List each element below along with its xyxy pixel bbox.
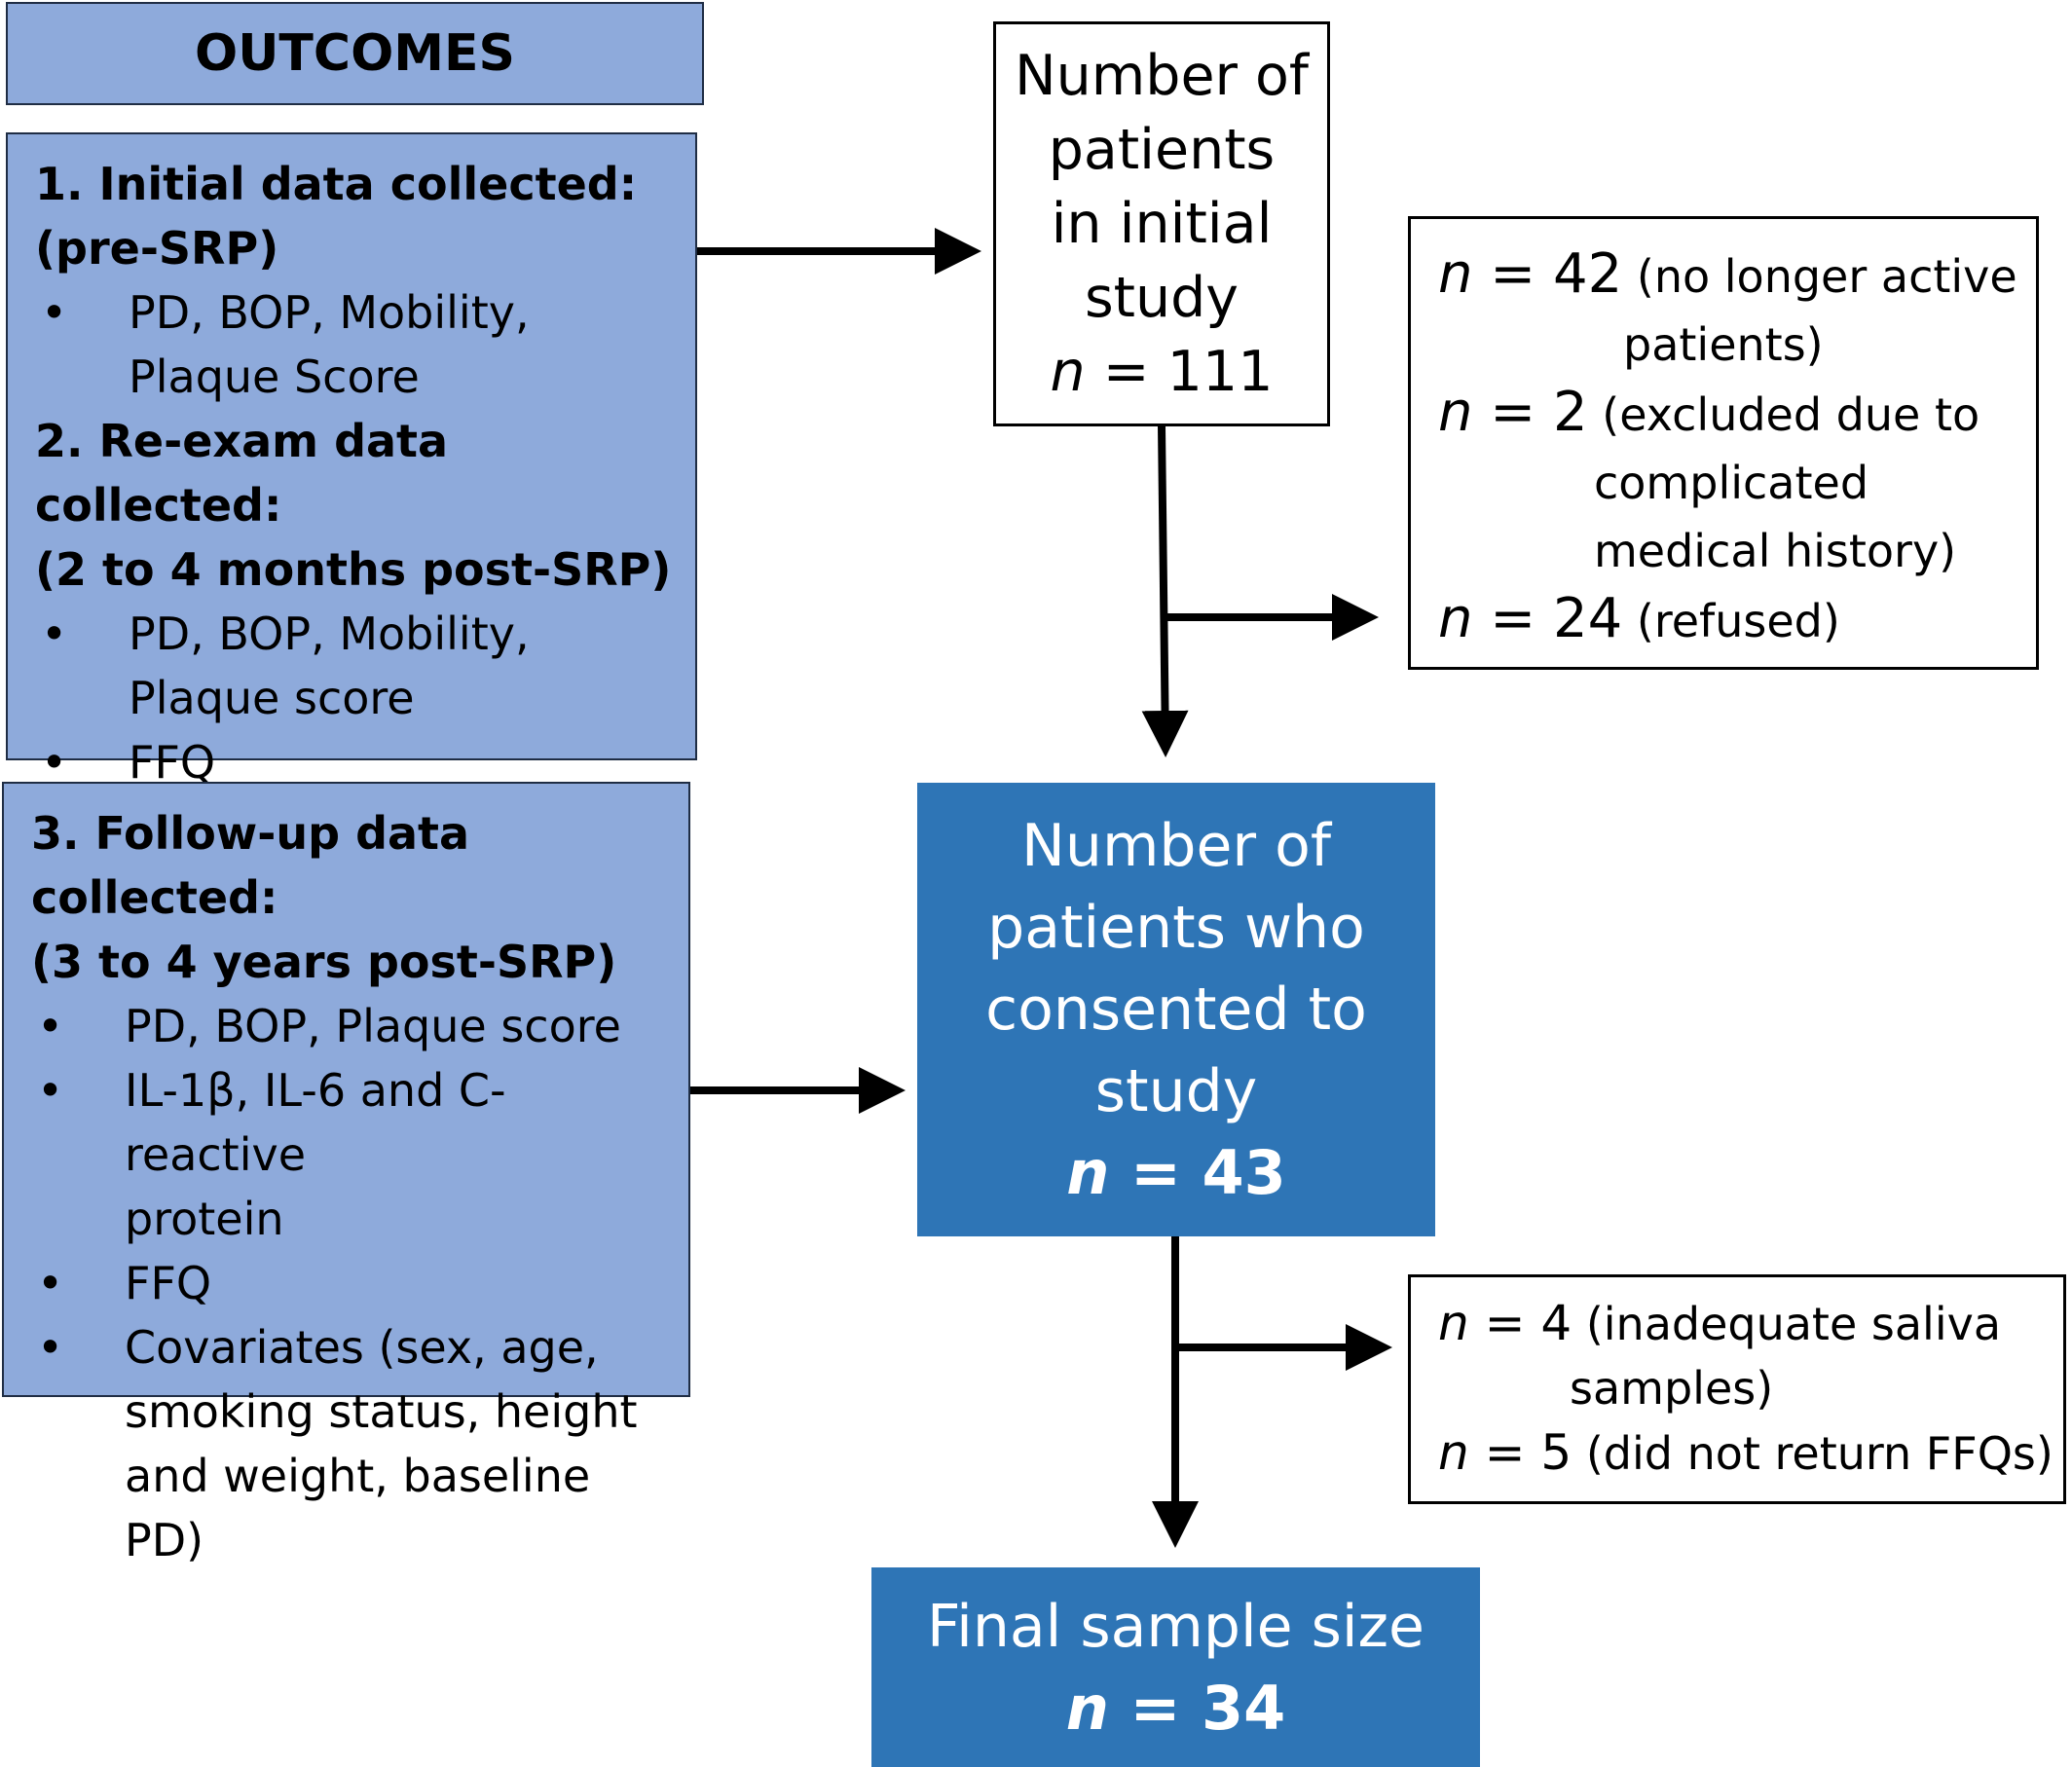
list-item-line: PD, BOP, Mobility, xyxy=(129,286,530,339)
n-variable: n xyxy=(1066,1137,1110,1208)
exclusion-reason: (inadequate saliva xyxy=(1572,1298,2002,1350)
consented-label: patients who xyxy=(987,894,1365,962)
exclusion-reason: patients) xyxy=(1623,318,1824,371)
exclusion-reason: (no longer active xyxy=(1622,250,2017,303)
list-item-line: Covariates (sex, age, xyxy=(125,1321,599,1374)
exclusion-line: n = 2 (excluded due to xyxy=(1438,379,2036,449)
exclusion-line: n = 4 (inadequate saliva xyxy=(1438,1291,2063,1356)
outcomes-title: OUTCOMES xyxy=(195,24,515,83)
exclusions-box-2: n = 4 (inadequate saliva samples) n = 5 … xyxy=(1408,1274,2066,1504)
followup-heading-2: (3 to 4 years post-SRP) xyxy=(31,936,617,988)
n-variable: n xyxy=(1438,381,1473,444)
consented-count: n = 43 xyxy=(1066,1132,1286,1214)
exclusions-box-1: n = 42 (no longer active patients) n = 2… xyxy=(1408,216,2039,670)
final-count: n = 34 xyxy=(1066,1668,1286,1749)
count-value: = 42 xyxy=(1472,242,1623,306)
arrow-study-to-consent xyxy=(1141,425,1189,757)
list-item-line: smoking status, height xyxy=(125,1385,638,1438)
n-variable: n xyxy=(1438,1295,1469,1351)
panel-followup: 3. Follow-up data collected: (3 to 4 yea… xyxy=(2,782,690,1566)
initial-study-label: Number of xyxy=(1014,44,1310,108)
consented-label: consented to xyxy=(985,976,1367,1044)
initial-list: PD, BOP, Mobility, Plaque Score xyxy=(35,280,672,409)
count-value: = 2 xyxy=(1472,381,1588,444)
consented-label: Number of xyxy=(1021,812,1331,880)
followup-heading-1: 3. Follow-up data collected: xyxy=(31,807,470,924)
final-label: Final sample size xyxy=(927,1592,1424,1661)
initial-heading-2: (pre-SRP) xyxy=(35,222,279,275)
outcomes-header: OUTCOMES xyxy=(6,2,704,105)
initial-study-label: patients xyxy=(1048,118,1276,182)
list-item: PD, BOP, Mobility, Plaque Score xyxy=(35,280,672,409)
consented-label: study xyxy=(1094,1057,1258,1125)
initial-study-box: Number of patients in initial study n = … xyxy=(993,21,1330,426)
count-value: = 5 xyxy=(1468,1424,1572,1481)
list-item: FFQ xyxy=(31,1251,665,1315)
n-variable: n xyxy=(1050,340,1086,404)
n-variable: n xyxy=(1438,242,1473,306)
reexam-heading-1: 2. Re-exam data collected: xyxy=(35,415,449,532)
count-value: = 43 xyxy=(1109,1137,1286,1208)
initial-study-label: study xyxy=(1084,266,1240,330)
list-item-line: FFQ xyxy=(129,736,216,789)
n-variable: n xyxy=(1438,1424,1469,1481)
consented-box: Number of patients who consented to stud… xyxy=(917,783,1435,1236)
list-item: PD, BOP, Mobility, Plaque score xyxy=(35,602,672,730)
followup-list: PD, BOP, Plaque score IL-1β, IL-6 and C-… xyxy=(31,994,665,1572)
count-value: = 24 xyxy=(1472,587,1623,650)
reexam-heading-2: (2 to 4 months post-SRP) xyxy=(35,543,672,596)
initial-heading-1: 1. Initial data collected: xyxy=(35,158,638,210)
exclusion-reason: (excluded due to xyxy=(1587,388,1980,441)
exclusion-reason: medical history) xyxy=(1594,525,1957,577)
panel-initial-reexam: 1. Initial data collected: (pre-SRP) PD,… xyxy=(6,132,697,794)
n-variable: n xyxy=(1438,587,1473,650)
list-item-line: protein xyxy=(125,1193,284,1245)
list-item: PD, BOP, Plaque score xyxy=(31,994,665,1058)
list-item-line: FFQ xyxy=(125,1257,212,1309)
exclusion-reason: (did not return FFQs) xyxy=(1572,1427,2054,1480)
count-value: = 111 xyxy=(1085,340,1274,404)
count-value: = 4 xyxy=(1468,1295,1572,1351)
list-item-line: IL-1β, IL-6 and C-reactive xyxy=(125,1064,506,1181)
exclusion-reason: (refused) xyxy=(1622,595,1840,647)
list-item-line: Plaque Score xyxy=(129,350,420,403)
exclusion-line: n = 24 (refused) xyxy=(1438,585,2036,655)
list-item: FFQ xyxy=(35,730,672,794)
initial-study-count: n = 111 xyxy=(1051,335,1274,409)
initial-study-label: in initial xyxy=(1051,192,1273,256)
list-item-line: and weight, baseline PD) xyxy=(125,1450,591,1566)
exclusion-reason: complicated xyxy=(1594,457,1869,509)
list-item-line: Plaque score xyxy=(129,672,415,724)
list-item-line: PD, BOP, Plaque score xyxy=(125,1000,621,1052)
list-item: Covariates (sex, age, smoking status, he… xyxy=(31,1315,665,1572)
exclusion-line: n = 42 (no longer active xyxy=(1438,240,2036,311)
n-variable: n xyxy=(1065,1672,1109,1744)
list-item: IL-1β, IL-6 and C-reactive protein xyxy=(31,1058,665,1251)
reexam-list: PD, BOP, Mobility, Plaque score FFQ xyxy=(35,602,672,794)
exclusion-reason: samples) xyxy=(1570,1362,1774,1415)
count-value: = 34 xyxy=(1108,1672,1286,1744)
final-sample-box: Final sample size n = 34 xyxy=(871,1567,1480,1767)
exclusion-line: n = 5 (did not return FFQs) xyxy=(1438,1420,2063,1486)
list-item-line: PD, BOP, Mobility, xyxy=(129,607,530,660)
